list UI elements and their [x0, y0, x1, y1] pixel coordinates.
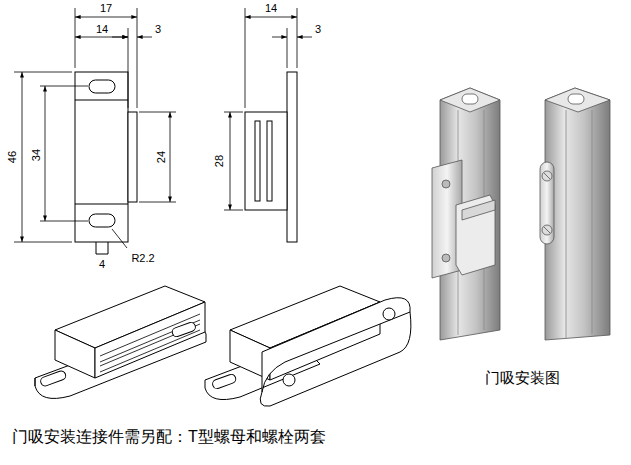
dimension-lines [230, 112, 231, 210]
dimension-lines [224, 8, 312, 210]
dimension-lines [224, 112, 243, 113]
installation-illustration [462, 200, 495, 220]
installation-illustration [566, 110, 567, 338]
dimension-label: 17 [99, 3, 113, 14]
figure-title: 门吸安装图 [484, 370, 561, 385]
dimension-lines [75, 37, 128, 38]
caption: 门吸安装连接件需另配：T型螺母和螺栓两套 [12, 427, 326, 446]
installation-illustration [442, 254, 450, 262]
dimension-lines [112, 37, 128, 38]
front-view [75, 100, 128, 101]
isometric-catch [35, 286, 206, 398]
isometric-catch [35, 378, 36, 386]
dimension-label: 4 [98, 259, 106, 270]
isometric-catch [283, 374, 295, 386]
dimension-lines [137, 37, 152, 38]
dimension-lines [245, 8, 246, 108]
dimension-label: 28 [214, 154, 225, 168]
installation-illustration [462, 94, 478, 104]
isometric-catch [260, 312, 411, 406]
dimension-lines [297, 37, 312, 38]
installation-illustration [592, 110, 593, 334]
side-view [255, 121, 260, 201]
dimension-lines [272, 37, 287, 38]
isometric-catch [100, 314, 200, 372]
dimension-lines [224, 210, 243, 211]
dimension-lines [22, 72, 23, 242]
installation-illustration [545, 88, 610, 340]
dimension-lines [40, 221, 88, 222]
dimension-label: 34 [31, 148, 42, 162]
installation-illustration [544, 227, 550, 233]
isometric-catch [262, 298, 410, 392]
dimension-lines [14, 72, 72, 73]
installation-illustration [544, 173, 550, 179]
dimension-label: 14 [95, 24, 109, 35]
dimension-lines [128, 28, 129, 108]
isometric-catch [39, 370, 67, 387]
isometric-catch [211, 373, 237, 390]
front-view [75, 72, 128, 242]
side-view [267, 121, 272, 201]
dimension-lines [40, 86, 88, 87]
installation-illustration [442, 180, 450, 188]
isometric-catch [95, 302, 205, 378]
dimension-lines [45, 86, 46, 221]
side-view [245, 72, 297, 242]
side-view [245, 112, 287, 210]
front-view [89, 214, 115, 227]
isometric-catch [171, 321, 197, 338]
isometric-catch [205, 286, 411, 406]
dimension-lines [137, 8, 138, 108]
dimension-lines [245, 17, 297, 18]
installation-illustration [432, 88, 610, 340]
dimension-lines [14, 242, 72, 243]
front-view [112, 229, 127, 248]
dimension-label: 24 [156, 150, 167, 164]
installation-illustration [542, 225, 552, 235]
dimension-label: 14 [264, 3, 278, 14]
installation-illustration [440, 88, 500, 112]
dimension-lines [139, 112, 176, 113]
dimension-label: R2.2 [130, 253, 155, 264]
dimension-label: 3 [154, 24, 162, 35]
dimension-lines [287, 28, 288, 68]
installation-illustration [568, 94, 584, 104]
dimension-lines [75, 17, 137, 18]
isometric-catch [383, 308, 395, 320]
front-view [75, 204, 128, 205]
front-view [89, 80, 115, 93]
dimension-label: 46 [7, 150, 18, 164]
installation-illustration [456, 195, 495, 275]
dimension-lines [139, 202, 176, 203]
front-view [96, 242, 108, 254]
installation-illustration [540, 162, 554, 244]
dimension-lines [14, 8, 176, 242]
installation-illustration [542, 171, 552, 181]
dimension-label: 3 [314, 24, 322, 35]
front-view [128, 112, 137, 202]
installation-illustration [545, 88, 610, 112]
side-view [287, 72, 297, 242]
dimension-lines [170, 112, 171, 202]
